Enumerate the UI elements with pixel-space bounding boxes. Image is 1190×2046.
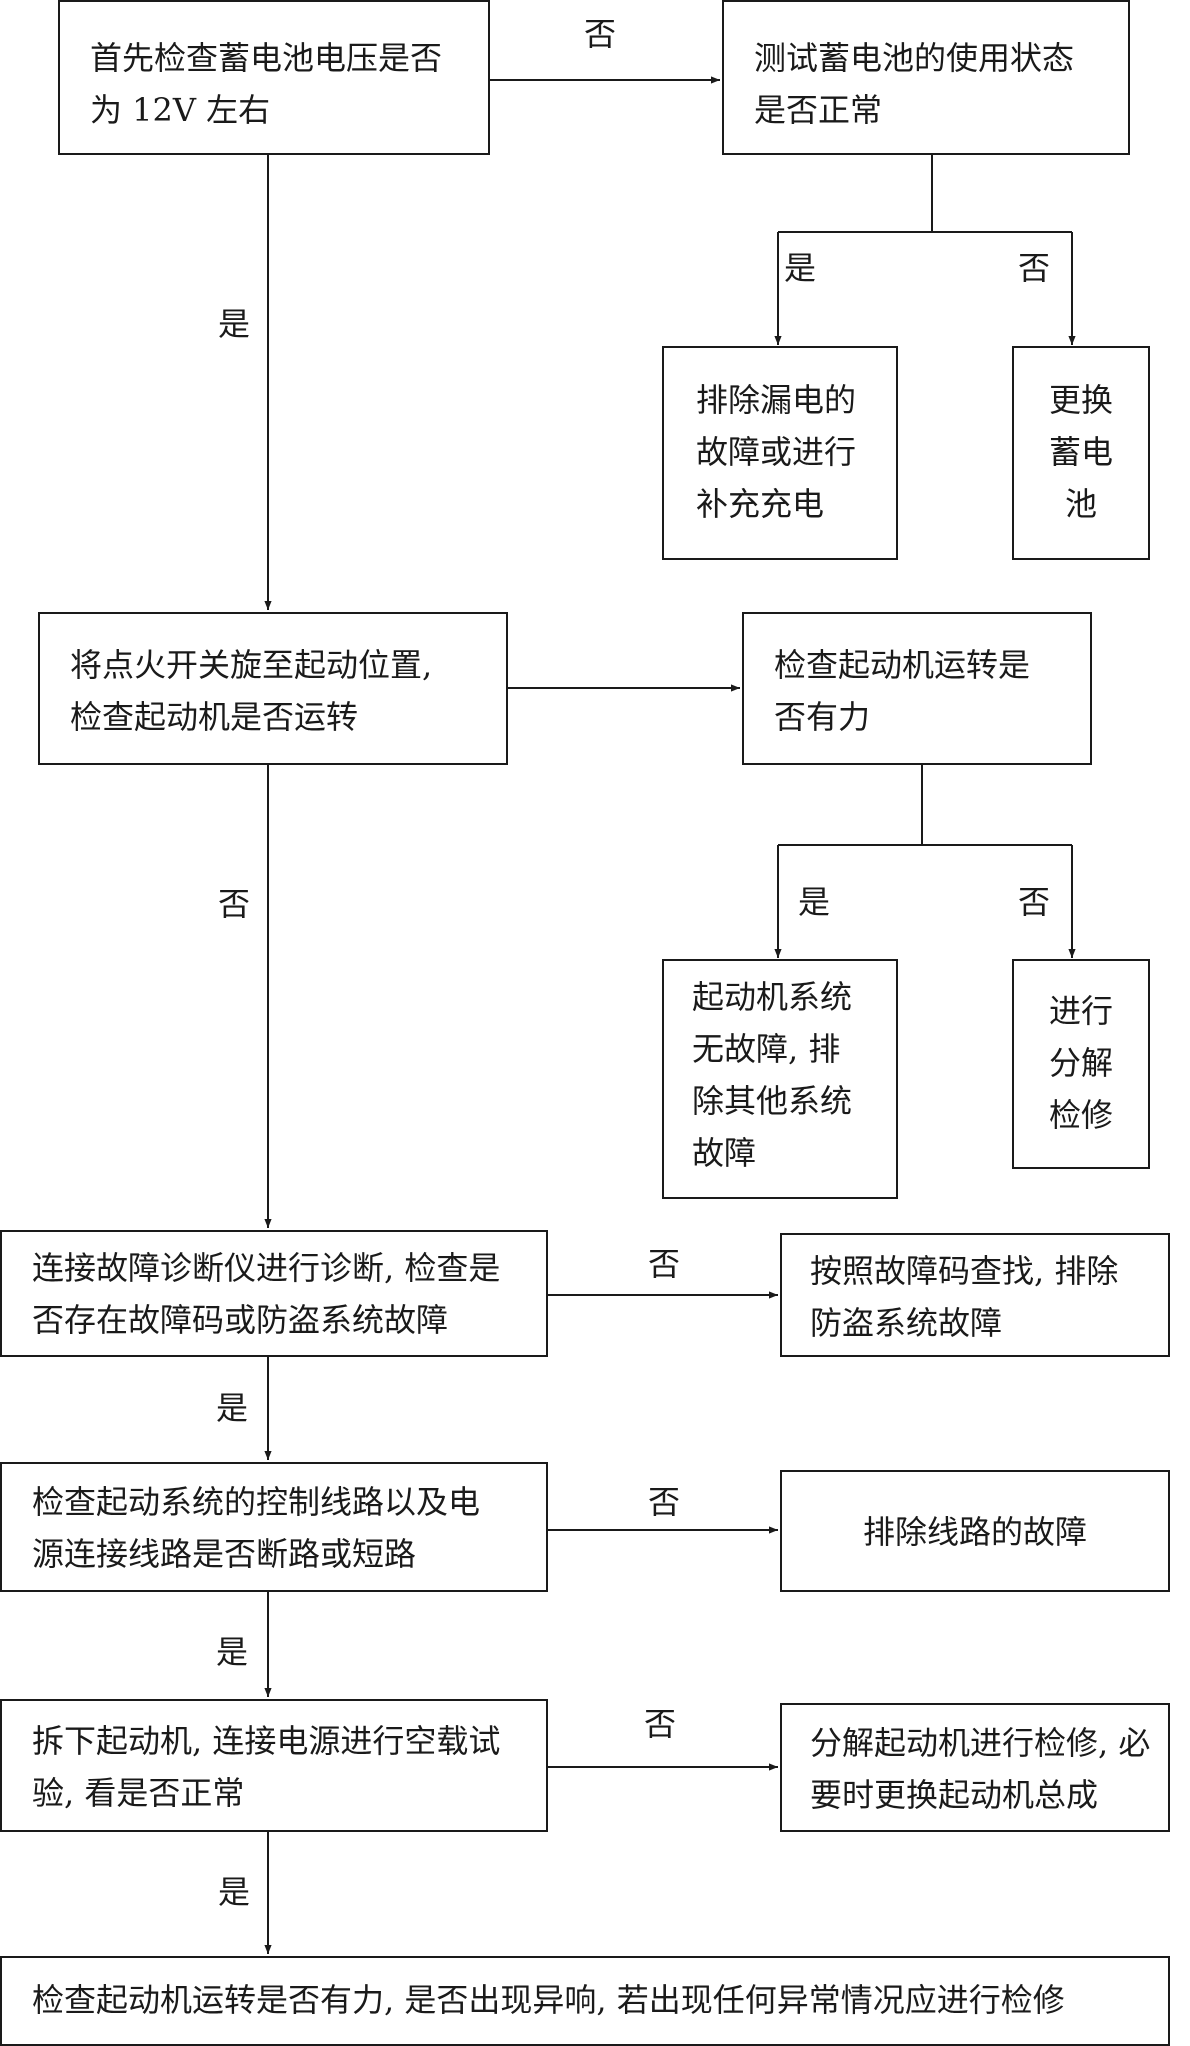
node-text-line: 检查起动机运转是否有力, 是否出现异响, 若出现任何异常情况应进行检修 (32, 1981, 1065, 2019)
node-replace-battery: 更换 蓄电 池 (1012, 346, 1150, 560)
node-ignition-start-position: 将点火开关旋至起动位置, 检查起动机是否运转 (38, 612, 508, 765)
node-text-line: 检修 (1048, 1096, 1113, 1134)
node-text-line: 连接故障诊断仪进行诊断, 检查是 (32, 1249, 501, 1287)
node-text-line: 补充充电 (696, 485, 825, 523)
node-text-line: 故障或进行 (696, 433, 857, 471)
node-check-battery-voltage: 首先检查蓄电池电压是否 为 12V 左右 (58, 0, 490, 155)
node-text-line: 否存在故障码或防盗系统故障 (32, 1301, 449, 1339)
node-text-line: 为 12V 左右 (90, 91, 271, 129)
node-text-line: 是否正常 (754, 91, 883, 129)
edge-label-no: 否 (1018, 249, 1051, 287)
node-check-starter-power: 检查起动机运转是 否有力 (742, 612, 1092, 765)
node-text-line: 验, 看是否正常 (32, 1774, 245, 1812)
node-text-line: 池 (1064, 485, 1097, 523)
node-starter-ok-check-others: 起动机系统 无故障, 排 除其他系统 故障 (662, 959, 898, 1199)
node-text-line: 除其他系统 (692, 1082, 853, 1120)
node-disassemble-repair: 进行 分解 检修 (1012, 959, 1150, 1169)
node-fault-code-antitheft: 按照故障码查找, 排除 防盗系统故障 (780, 1233, 1170, 1357)
node-text-line: 要时更换起动机总成 (810, 1776, 1099, 1814)
node-text-line: 将点火开关旋至起动位置, (70, 646, 433, 684)
node-text-line: 蓄电 (1048, 433, 1113, 471)
edge-label-yes: 是 (784, 249, 817, 287)
node-text-line: 分解 (1048, 1044, 1113, 1082)
node-overhaul-or-replace-starter: 分解起动机进行检修, 必 要时更换起动机总成 (780, 1703, 1170, 1832)
node-text-line: 排除线路的故障 (862, 1513, 1087, 1551)
node-diagnostic-tool: 连接故障诊断仪进行诊断, 检查是 否存在故障码或防盗系统故障 (0, 1230, 548, 1357)
node-text-line: 防盗系统故障 (810, 1304, 1003, 1342)
node-text-line: 检查起动机运转是 (774, 646, 1031, 684)
node-text-line: 拆下起动机, 连接电源进行空载试 (32, 1722, 501, 1760)
node-text-line: 故障 (692, 1134, 757, 1172)
node-text-line: 排除漏电的 (696, 381, 857, 419)
edge-label-no: 否 (648, 1483, 681, 1521)
edge-label-yes: 是 (218, 305, 251, 343)
node-text-line: 源连接线路是否断路或短路 (32, 1535, 417, 1573)
edge-label-yes: 是 (216, 1389, 249, 1427)
edge-label-yes: 是 (218, 1873, 251, 1911)
node-fix-leak-or-charge: 排除漏电的 故障或进行 补充充电 (662, 346, 898, 560)
node-text-line: 测试蓄电池的使用状态 (754, 39, 1075, 77)
node-bench-test-starter: 拆下起动机, 连接电源进行空载试 验, 看是否正常 (0, 1699, 548, 1832)
node-text-line: 否有力 (774, 698, 871, 736)
edge-label-yes: 是 (216, 1633, 249, 1671)
edge-label-no: 否 (644, 1705, 677, 1743)
node-text-line: 按照故障码查找, 排除 (810, 1252, 1119, 1290)
node-fix-wiring: 排除线路的故障 (780, 1470, 1170, 1592)
node-text-line: 进行 (1048, 992, 1113, 1030)
node-text-line: 检查起动系统的控制线路以及电 (32, 1483, 481, 1521)
edge-label-no: 否 (218, 885, 251, 923)
node-text-line: 更换 (1048, 381, 1113, 419)
node-text-line: 首先检查蓄电池电压是否 (90, 39, 443, 77)
node-test-battery-state: 测试蓄电池的使用状态 是否正常 (722, 0, 1130, 155)
edge-label-no: 否 (1018, 883, 1051, 921)
edge-label-no: 否 (648, 1245, 681, 1283)
node-text-line: 检查起动机是否运转 (70, 698, 359, 736)
node-text-line: 无故障, 排 (692, 1030, 841, 1068)
edge-label-yes: 是 (798, 883, 831, 921)
node-text-line: 分解起动机进行检修, 必 (810, 1724, 1151, 1762)
node-check-control-wiring: 检查起动系统的控制线路以及电 源连接线路是否断路或短路 (0, 1462, 548, 1592)
edge-label-no: 否 (584, 15, 617, 53)
node-final-starter-check: 检查起动机运转是否有力, 是否出现异响, 若出现任何异常情况应进行检修 (0, 1956, 1170, 2046)
node-text-line: 起动机系统 (692, 978, 853, 1016)
